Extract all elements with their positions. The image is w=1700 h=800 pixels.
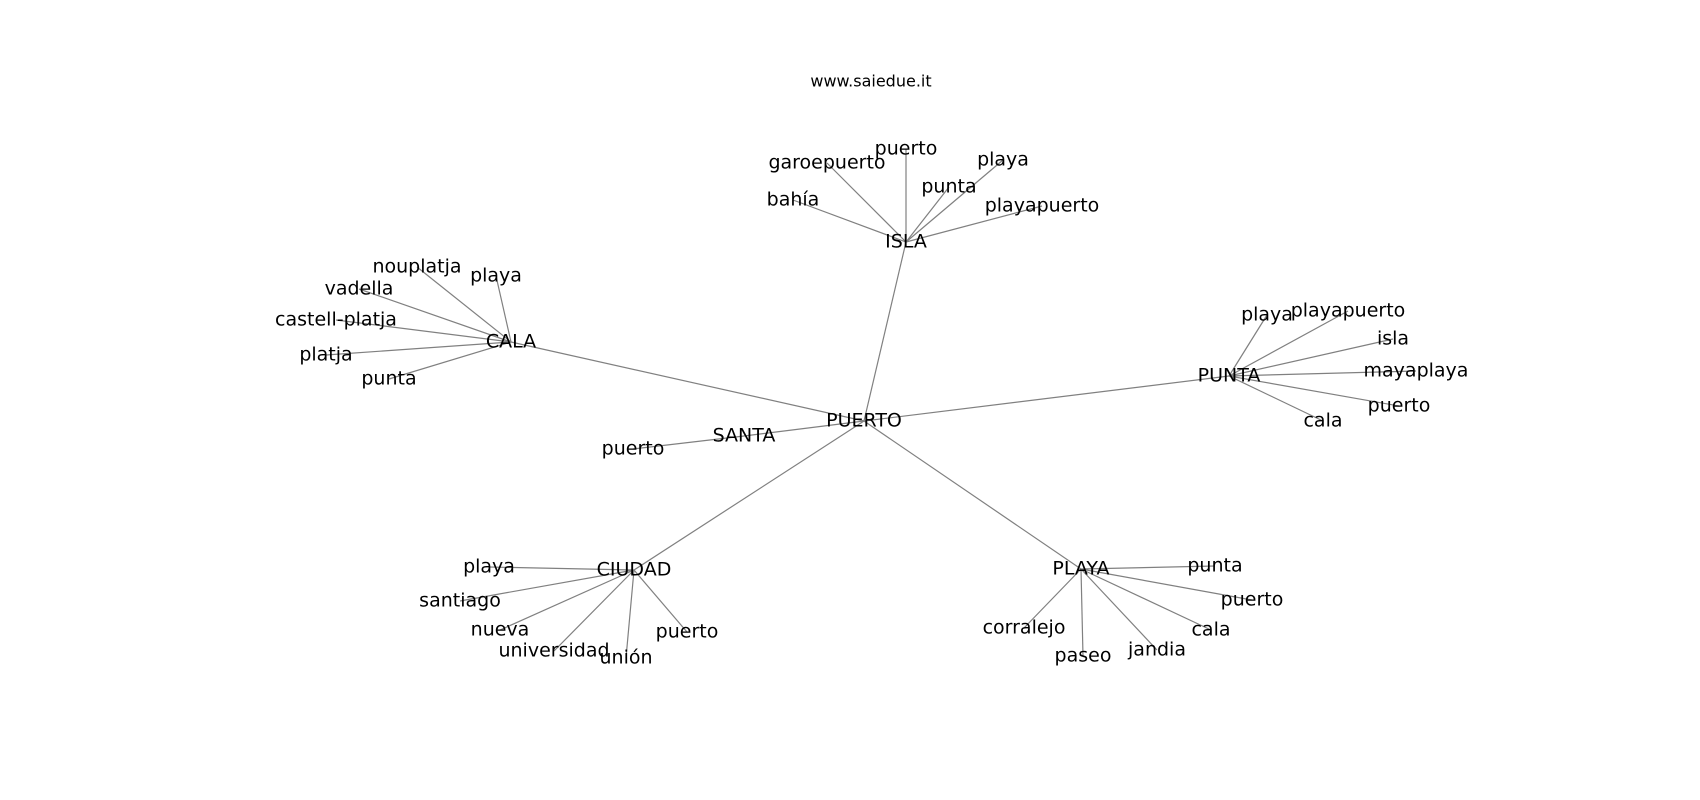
- edge-punta-to-leaf: [1228, 375, 1324, 422]
- edge-playa-to-leaf: [1080, 565, 1216, 570]
- label-layer: www.saiedue.it PUERTOISLAgaroepuertopuer…: [275, 72, 1468, 669]
- leaf-node-label: castell-platja: [275, 309, 397, 331]
- leaf-node-label: puerto: [656, 621, 719, 643]
- edge-cala-to-leaf: [388, 341, 512, 380]
- edge-root-to-playa: [863, 420, 1082, 570]
- edge-root-to-santa: [743, 420, 865, 437]
- leaf-node-label: platja: [299, 344, 352, 366]
- leaf-node-label: puerto: [1368, 395, 1431, 417]
- edge-ciudad-to-leaf: [633, 569, 688, 633]
- edge-punta-to-leaf: [1228, 338, 1394, 377]
- edge-ciudad-to-leaf: [488, 566, 635, 571]
- edge-isla-to-leaf: [905, 186, 950, 243]
- hub-node-label: CIUDAD: [597, 559, 672, 581]
- leaf-node-label: playa: [463, 556, 515, 578]
- leaf-node-label: paseo: [1055, 645, 1112, 667]
- edge-cala-to-leaf: [325, 341, 512, 356]
- leaf-node-label: puerto: [602, 438, 665, 460]
- edge-playa-to-leaf: [1023, 568, 1082, 629]
- leaf-node-label: puerto: [1221, 589, 1284, 611]
- edge-playa-to-leaf: [1080, 568, 1253, 601]
- leaf-node-label: punta: [1187, 555, 1242, 577]
- edge-cala-to-leaf: [335, 319, 512, 343]
- edge-ciudad-to-leaf: [459, 569, 635, 602]
- edge-isla-to-leaf: [826, 162, 907, 243]
- root-node-label: PUERTO: [826, 410, 902, 432]
- edge-santa-to-leaf: [632, 435, 745, 450]
- edge-isla-to-leaf: [905, 205, 1043, 243]
- leaf-node-label: nueva: [471, 619, 530, 641]
- edge-ciudad-to-leaf: [625, 569, 635, 659]
- hub-node-label: ISLA: [885, 231, 927, 253]
- hub-node-label: SANTA: [713, 425, 776, 447]
- edge-punta-to-leaf: [1228, 314, 1268, 377]
- edge-root-to-isla: [863, 241, 907, 422]
- edge-root-to-punta: [863, 375, 1230, 422]
- leaf-node-label: mayaplaya: [1364, 360, 1469, 382]
- leaf-node-label: nouplatja: [372, 256, 461, 278]
- hub-node-label: PLAYA: [1052, 558, 1109, 580]
- edge-ciudad-to-leaf: [553, 569, 635, 652]
- leaf-node-label: playa: [1241, 304, 1293, 326]
- leaf-node-label: punta: [361, 368, 416, 390]
- leaf-node-label: playapuerto: [1291, 300, 1406, 322]
- leaf-node-label: puerto: [875, 138, 938, 160]
- leaf-node-label: playa: [470, 265, 522, 287]
- leaf-node-label: punta: [921, 176, 976, 198]
- leaf-node-label: playa: [977, 149, 1029, 171]
- edge-cala-to-leaf: [495, 275, 512, 343]
- leaf-node-label: universidad: [498, 640, 609, 662]
- edge-cala-to-leaf: [416, 266, 512, 343]
- hub-node-label: PUNTA: [1198, 365, 1261, 387]
- edge-layer: [325, 149, 1417, 659]
- edge-ciudad-to-leaf: [499, 569, 635, 631]
- site-watermark: www.saiedue.it: [810, 72, 931, 91]
- edge-root-to-ciudad: [633, 420, 865, 571]
- edge-punta-to-leaf: [1228, 375, 1400, 407]
- edge-playa-to-leaf: [1080, 568, 1212, 631]
- leaf-node-label: garoepuerto: [768, 152, 885, 174]
- hub-node-label: CALA: [486, 331, 536, 353]
- leaf-node-label: bahía: [767, 189, 820, 211]
- leaf-node-label: corralejo: [983, 617, 1066, 639]
- leaf-node-label: unión: [599, 647, 652, 669]
- edge-playa-to-leaf: [1080, 568, 1158, 651]
- edge-root-to-cala: [510, 341, 865, 422]
- edge-punta-to-leaf: [1228, 370, 1417, 377]
- edge-playa-to-leaf: [1080, 568, 1084, 657]
- leaf-node-label: cala: [1191, 619, 1230, 641]
- leaf-node-label: jandia: [1127, 639, 1186, 661]
- leaf-node-label: vadella: [325, 278, 394, 300]
- leaf-node-label: isla: [1377, 328, 1409, 350]
- leaf-node-label: cala: [1303, 410, 1342, 432]
- leaf-node-label: playapuerto: [985, 195, 1100, 217]
- edge-isla-to-leaf: [792, 199, 907, 243]
- edge-punta-to-leaf: [1228, 310, 1349, 377]
- edge-cala-to-leaf: [358, 288, 512, 343]
- leaf-node-label: santiago: [419, 590, 501, 612]
- edge-isla-to-leaf: [905, 159, 1004, 243]
